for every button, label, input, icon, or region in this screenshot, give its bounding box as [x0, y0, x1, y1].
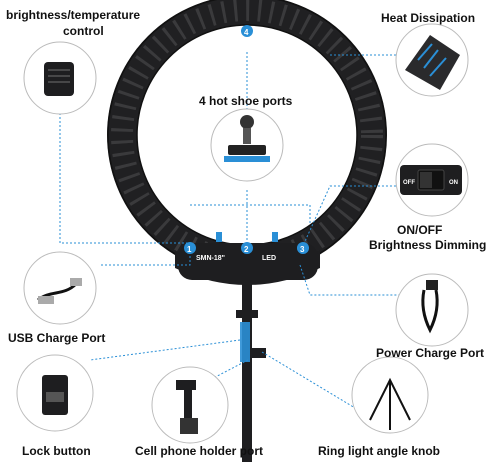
callout-power-cable	[395, 273, 469, 347]
label-brightness-temperature: brightness/temperature	[6, 8, 141, 22]
marker-4: 4	[244, 28, 249, 37]
callout-usb	[23, 251, 97, 325]
marker-2: 2	[244, 245, 249, 254]
stand	[236, 282, 266, 462]
marker-3: 3	[300, 245, 305, 254]
model-label: SMN-18"	[196, 255, 225, 262]
label-lock-button: Lock button	[22, 444, 91, 458]
callout-brightness-knob	[23, 41, 97, 115]
callout-hot-shoe	[210, 108, 284, 182]
label-hot-shoe-ports: 4 hot shoe ports	[199, 94, 293, 108]
label-ring-light-angle-knob: Ring light angle knob	[318, 444, 440, 458]
led-label: LED	[262, 255, 276, 262]
label-usb-charge-port: USB Charge Port	[8, 331, 106, 345]
label-heat-dissipation: Heat Dissipation	[381, 11, 476, 25]
marker-badges	[184, 25, 309, 254]
label-on-off: ON/OFF	[397, 223, 443, 237]
callout-lock-button	[16, 354, 94, 432]
switch-off-label: OFF	[403, 180, 415, 186]
label-power-charge-port: Power Charge Port	[376, 346, 485, 360]
callout-on-off-switch	[395, 143, 469, 217]
switch-on-label: ON	[449, 180, 458, 186]
callout-heat-dissipation	[395, 23, 469, 97]
label-control: control	[63, 24, 104, 38]
callout-phone-holder	[151, 366, 229, 444]
callout-angle-knob	[351, 356, 429, 434]
marker-1: 1	[187, 245, 192, 254]
label-cell-phone-holder-port: Cell phone holder port	[135, 444, 263, 458]
label-brightness-dimming: Brightness Dimming	[369, 238, 487, 252]
